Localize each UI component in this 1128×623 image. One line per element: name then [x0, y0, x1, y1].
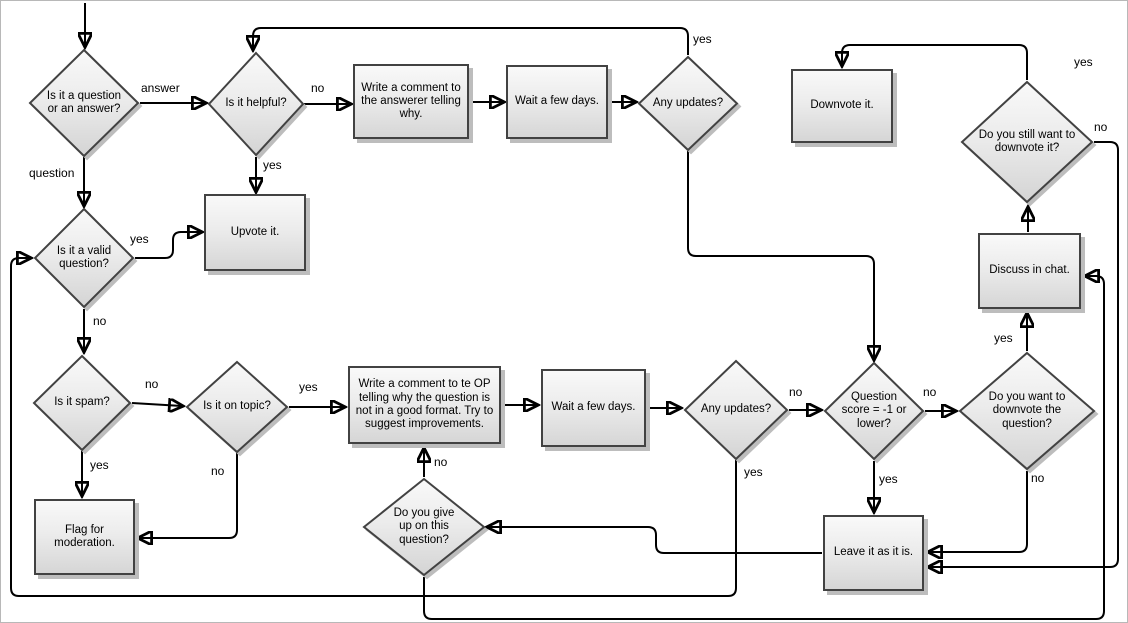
node-label: Do you want to downvote the question?: [988, 391, 1066, 430]
node-label: Leave it as it is.: [833, 546, 914, 559]
node-label: Do you still want to downvote it?: [978, 128, 1076, 154]
edge-label-no: no: [1031, 471, 1045, 485]
node-question-or-answer: Is it a question or an answer?: [28, 48, 140, 158]
node-label: Write a comment to te OP telling why the…: [355, 378, 494, 431]
edge-on-topic-flag: [139, 453, 238, 538]
node-label: Any updates?: [700, 403, 772, 416]
node-label: Flag for moderation.: [54, 523, 115, 549]
edge-updates-top-helpful: [253, 27, 689, 55]
node-label: Write a comment to the answerer telling …: [361, 81, 461, 121]
node-label: Wait a few days.: [515, 95, 599, 108]
node-label: Do you give up on this question?: [393, 507, 455, 546]
node-want-downvote: Do you want to downvote the question?: [958, 351, 1096, 471]
edge-label-no: no: [789, 385, 803, 399]
edge-label-question: question: [29, 166, 75, 180]
edge-label-yes: yes: [90, 458, 109, 472]
edge-still-downvote-downvote: [842, 44, 1028, 80]
edge-label-yes: yes: [693, 32, 712, 46]
edge-label-no: no: [93, 314, 107, 328]
node-label: Is it helpful?: [225, 97, 287, 110]
node-give-up: Do you give up on this question?: [362, 477, 486, 577]
edge-label-yes: yes: [744, 465, 763, 479]
edge-label-answer: answer: [141, 81, 180, 95]
edge-spam-on-topic: [131, 403, 182, 406]
edge-label-yes: yes: [994, 331, 1013, 345]
node-valid-question: Is it a valid question?: [33, 207, 135, 309]
node-leave-as-is: Leave it as it is.: [823, 515, 924, 591]
edge-valid-question-upvote: [135, 232, 201, 259]
node-comment-op: Write a comment to te OP telling why the…: [348, 366, 501, 444]
node-label: Is it on topic?: [203, 400, 271, 413]
edge-updates-bottom-valid-question: [10, 258, 737, 597]
edge-label-yes: yes: [1074, 55, 1093, 69]
edge-label-no: no: [923, 385, 937, 399]
node-discuss-in-chat: Discuss in chat.: [978, 233, 1081, 309]
edge-give-up-discuss: [423, 276, 1105, 620]
node-label: Wait a few days.: [551, 401, 636, 414]
edge-leave-give-up: [488, 527, 822, 554]
node-label: Discuss in chat.: [989, 264, 1070, 277]
node-label: Is it spam?: [54, 396, 110, 409]
node-flag-moderation: Flag for moderation.: [34, 499, 135, 575]
edge-label-yes: yes: [299, 380, 318, 394]
edge-label-no: no: [211, 464, 225, 478]
node-upvote-it: Upvote it.: [204, 194, 306, 271]
edge-still-downvote-leave: [929, 141, 1119, 567]
edge-updates-top-score: [687, 151, 874, 359]
node-label: Upvote it.: [230, 225, 280, 238]
node-label: Downvote it.: [810, 99, 874, 112]
node-label: Question score = -1 or lower?: [841, 391, 907, 430]
node-label: Any updates?: [652, 96, 724, 109]
edge-label-no: no: [434, 455, 448, 469]
edge-label-no: no: [311, 81, 325, 95]
node-on-topic: Is it on topic?: [185, 360, 289, 454]
node-downvote-it: Downvote it.: [791, 69, 893, 143]
node-wait-few-days-top: Wait a few days.: [506, 65, 608, 139]
node-label: Is it a question or an answer?: [46, 89, 122, 115]
edge-label-no: no: [145, 377, 159, 391]
node-any-updates-bottom: Any updates?: [683, 359, 789, 461]
node-question-score: Question score = -1 or lower?: [823, 361, 925, 461]
node-any-updates-top: Any updates?: [637, 55, 739, 152]
edge-label-no: no: [1094, 120, 1108, 134]
edge-label-yes: yes: [263, 158, 282, 172]
node-comment-answerer: Write a comment to the answerer telling …: [353, 64, 469, 139]
node-is-it-spam: Is it spam?: [32, 354, 132, 452]
edge-label-yes: yes: [130, 232, 149, 246]
node-still-want-downvote: Do you still want to downvote it?: [960, 80, 1094, 204]
node-wait-few-days-bottom: Wait a few days.: [541, 369, 646, 447]
node-label: Is it a valid question?: [56, 244, 112, 270]
edge-label-yes: yes: [879, 472, 898, 486]
edge-want-downvote-leave: [929, 471, 1028, 552]
node-is-it-helpful: Is it helpful?: [207, 51, 305, 157]
